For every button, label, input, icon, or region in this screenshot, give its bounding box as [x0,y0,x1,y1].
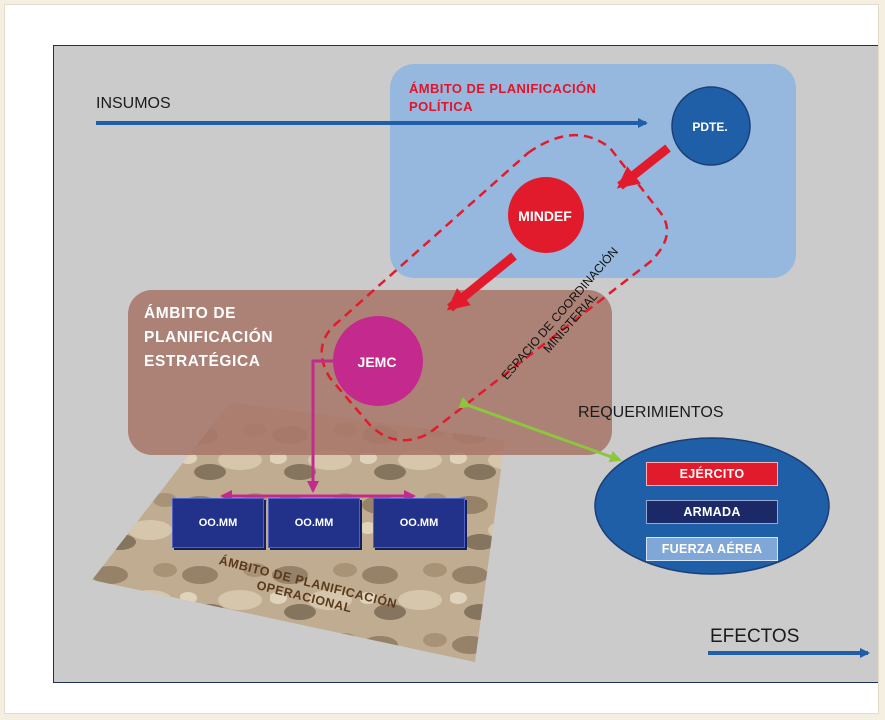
effects-label: EFECTOS [710,626,800,647]
requirements-link [458,396,622,463]
coordination-space-outline [320,134,669,442]
inputs-label: INSUMOS [96,95,171,112]
jemc-label: JEMC [357,354,397,370]
requirement-army[interactable]: EJÉRCITO [646,462,778,486]
requirement-navy[interactable]: ARMADA [646,500,778,524]
pdte-to-mindef-arrow [616,144,671,190]
pdte-label: PDTE. [692,120,728,134]
requirement-air-force[interactable]: FUERZA AÉREA [646,537,778,561]
operational-command-box[interactable]: OO.MM [268,498,360,548]
mindef-to-jemc-arrow [446,252,517,312]
mindef-label: MINDEF [518,208,572,224]
strategic-scope-title: ÁMBITO DE PLANIFICACIÓN ESTRATÉGICA [144,305,274,370]
requirements-title: REQUERIMIENTOS [578,404,724,421]
operational-command-box[interactable]: OO.MM [373,498,465,548]
jemc-to-operational-line [307,359,336,493]
operational-command-box[interactable]: OO.MM [172,498,264,548]
mindef-node[interactable] [508,177,584,253]
political-scope-title: ÁMBITO DE PLANIFICACIÓN POLÍTICA [409,81,597,114]
jemc-node[interactable] [333,316,423,406]
pdte-node[interactable] [671,86,751,166]
